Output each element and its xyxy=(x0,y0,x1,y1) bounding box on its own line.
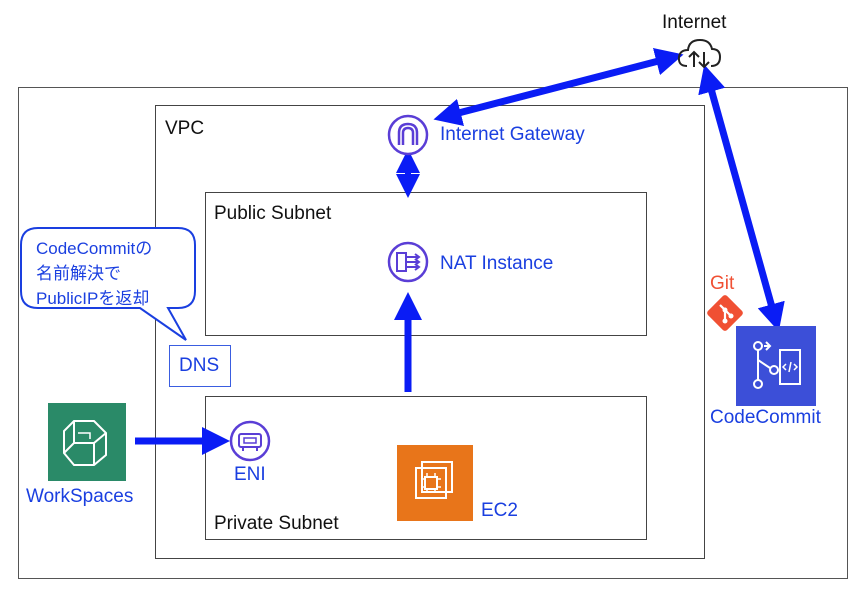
vpc-label: VPC xyxy=(165,118,205,139)
codecommit-icon xyxy=(736,326,816,406)
callout-line-2: 名前解決で xyxy=(36,264,121,283)
workspaces-label: WorkSpaces xyxy=(26,486,134,507)
internet-gateway-label: Internet Gateway xyxy=(440,124,585,145)
public-subnet-label: Public Subnet xyxy=(214,203,332,224)
ec2-icon xyxy=(397,445,473,521)
git-label: Git xyxy=(710,273,735,294)
dns-callout-bubble xyxy=(20,227,196,341)
callout-line-3: PublicIPを返却 xyxy=(36,289,150,308)
internet-label: Internet xyxy=(662,12,727,33)
eni-label: ENI xyxy=(234,464,266,485)
nat-instance-icon xyxy=(387,241,429,283)
nat-instance-label: NAT Instance xyxy=(440,253,554,274)
internet-gateway-icon xyxy=(387,114,429,156)
cloud-upload-download-icon xyxy=(677,38,722,69)
dns-box xyxy=(169,345,231,387)
arrow-internet-codecommit xyxy=(698,64,785,332)
callout-line-1: CodeCommitの xyxy=(36,239,153,258)
codecommit-label: CodeCommit xyxy=(710,407,821,428)
git-icon xyxy=(707,295,743,331)
ec2-label: EC2 xyxy=(481,500,518,521)
workspaces-icon xyxy=(48,403,126,481)
network-interface-icon xyxy=(229,420,271,462)
private-subnet-label: Private Subnet xyxy=(214,513,339,534)
arrow-internet-igw xyxy=(433,47,684,127)
dns-label: DNS xyxy=(179,355,220,376)
